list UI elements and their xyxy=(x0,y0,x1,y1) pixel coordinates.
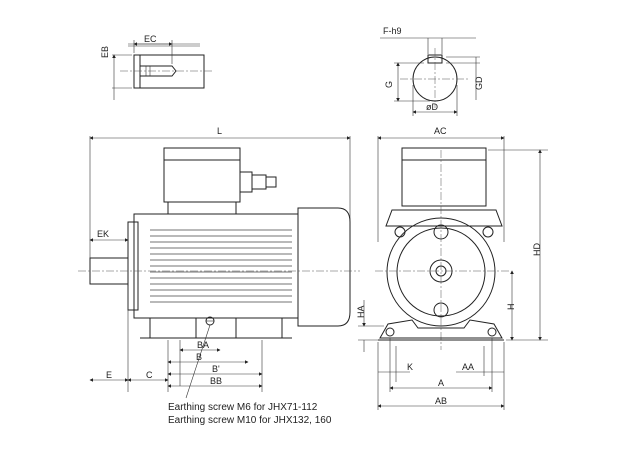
keyway-section xyxy=(380,37,480,116)
label-g: G xyxy=(384,81,394,88)
label-aa: AA xyxy=(462,362,474,372)
label-f-h9: F-h9 xyxy=(383,26,402,36)
label-ha: HA xyxy=(356,305,366,318)
earthing-note-2: Earthing screw M10 for JHX132, 160 xyxy=(168,415,332,426)
motor-front-view xyxy=(358,136,548,410)
label-k: K xyxy=(407,362,413,372)
label-eb: EB xyxy=(100,46,110,58)
label-ab: AB xyxy=(435,396,447,406)
label-ec: EC xyxy=(144,34,157,44)
cooling-fins xyxy=(150,229,292,303)
label-h: H xyxy=(506,304,516,311)
label-b: B xyxy=(196,352,202,362)
label-od: øD xyxy=(426,102,438,112)
label-e: E xyxy=(106,370,112,380)
label-ek: EK xyxy=(97,229,109,239)
earthing-note-1: Earthing screw M6 for JHX71-112 xyxy=(168,402,318,413)
label-ba: BA xyxy=(197,340,209,350)
label-a: A xyxy=(438,378,444,388)
label-b-prime: B' xyxy=(212,364,220,374)
label-ac: AC xyxy=(434,126,447,136)
label-c: C xyxy=(146,370,153,380)
shaft-end-detail xyxy=(112,40,212,100)
motor-side-view xyxy=(78,136,360,399)
label-l: L xyxy=(217,126,222,136)
label-hd: HD xyxy=(532,243,542,256)
label-bb: BB xyxy=(210,376,222,386)
label-gd: GD xyxy=(474,76,484,90)
